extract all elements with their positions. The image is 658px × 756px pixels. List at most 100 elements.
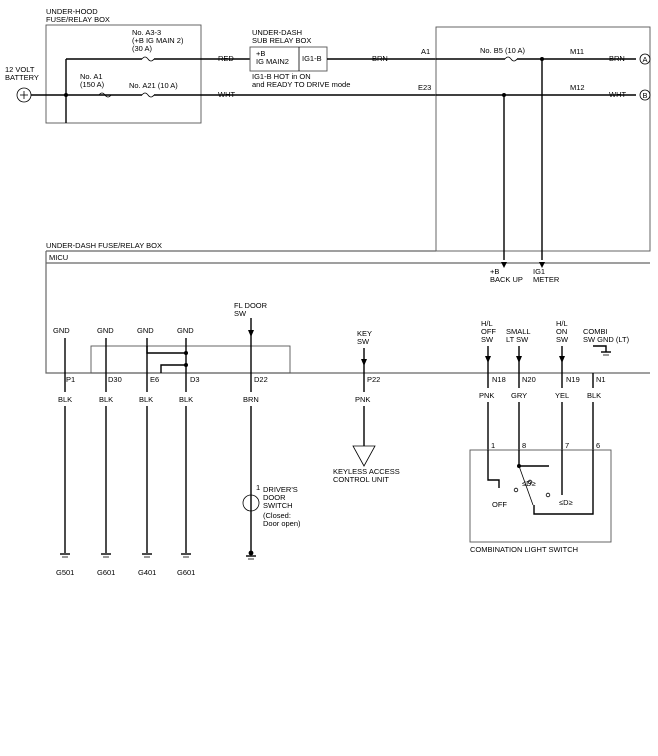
ground-symbol-g601a bbox=[101, 553, 111, 558]
keyless-triangle bbox=[352, 445, 376, 467]
pin-n19: N19 bbox=[566, 375, 580, 384]
combo-on-symbol: ≤D≥ bbox=[559, 498, 573, 507]
fuse-a21-label: No. A21 (10 A) bbox=[129, 81, 178, 90]
combo-gnd-wire bbox=[533, 450, 594, 515]
pin-p1-top: GND bbox=[53, 326, 70, 335]
fuse-a33-label-1: No. A3-3 bbox=[132, 28, 161, 37]
wire-p1: BLK bbox=[58, 395, 72, 404]
wht-wire-label: WHT bbox=[218, 90, 235, 99]
relay-pin-b-1: +B bbox=[256, 49, 265, 58]
combo-small-symbol: ≤D≥ bbox=[522, 479, 536, 488]
combination-light-switch-box bbox=[469, 449, 612, 543]
brn-out-label: BRN bbox=[609, 54, 625, 63]
pin-p1: P1 bbox=[66, 375, 75, 384]
battery-symbol bbox=[16, 87, 32, 103]
subrelay-title-1: UNDER-DASH bbox=[252, 28, 302, 37]
ground-symbol-n1 bbox=[601, 351, 611, 356]
micu-inner-gnd-box bbox=[90, 345, 291, 374]
pin-n20-top-1: SMALL bbox=[506, 327, 531, 336]
pin-d30: D30 bbox=[108, 375, 122, 384]
door-switch-label-3: SWITCH bbox=[263, 501, 293, 510]
combo-contact-on bbox=[545, 492, 551, 498]
fuse-b5-label: No. B5 (10 A) bbox=[480, 46, 526, 55]
fuse-b5-symbol bbox=[504, 56, 518, 62]
relay-note-1: IG1-B HOT in ON bbox=[252, 72, 311, 81]
combo-pin-7: 7 bbox=[565, 441, 569, 450]
fuse-a33-symbol bbox=[141, 56, 155, 62]
micu-outline bbox=[45, 250, 650, 374]
ground-symbol-g401 bbox=[142, 553, 152, 558]
door-switch-label-1: DRIVER'S bbox=[263, 485, 298, 494]
gnd-junction-2 bbox=[184, 363, 188, 367]
ref-b-circle: B bbox=[639, 89, 651, 101]
pin-d22-top-1: FL DOOR bbox=[234, 301, 268, 310]
under-dash-box-upper bbox=[435, 26, 651, 252]
underhood-box-title-1: UNDER-HOOD bbox=[46, 7, 98, 16]
wire-e6: BLK bbox=[139, 395, 153, 404]
wire-n1: BLK bbox=[587, 391, 601, 400]
door-switch-label-2: DOOR bbox=[263, 493, 286, 502]
combo-pin-1: 1 bbox=[491, 441, 495, 450]
keyless-label-1: KEYLESS ACCESS bbox=[333, 467, 400, 476]
micu-backup-1: +B bbox=[490, 267, 499, 276]
micu-meter-1: IG1 bbox=[533, 267, 545, 276]
connector-m12: M12 bbox=[570, 83, 585, 92]
pin-n18: N18 bbox=[492, 375, 506, 384]
wire-n20: GRY bbox=[511, 391, 527, 400]
pin-d30-top: GND bbox=[97, 326, 114, 335]
pin-d3: D3 bbox=[190, 375, 200, 384]
keyless-label-2: CONTROL UNIT bbox=[333, 475, 389, 484]
micu-meter-2: METER bbox=[533, 275, 560, 284]
pin-n18-top-2: OFF bbox=[481, 327, 496, 336]
pin-e6-top: GND bbox=[137, 326, 154, 335]
gnd-bridge-upper bbox=[146, 346, 186, 354]
pin-n20: N20 bbox=[522, 375, 536, 384]
ref-b-text: B bbox=[643, 91, 648, 100]
pin-n19-top-3: SW bbox=[556, 335, 569, 344]
combo-off-label: OFF bbox=[492, 500, 507, 509]
fuse-a1-label-2: (150 A) bbox=[80, 80, 105, 89]
connector-a1: A1 bbox=[421, 47, 430, 56]
fuse-a1-label-1: No. A1 bbox=[80, 72, 103, 81]
combo-off-wire bbox=[487, 450, 500, 488]
door-switch-symbol bbox=[242, 494, 260, 512]
combo-pin-6: 6 bbox=[596, 441, 600, 450]
pin-n19-top-2: ON bbox=[556, 327, 567, 336]
pin-p22-top-1: KEY bbox=[357, 329, 372, 338]
micu-backup-2: BACK UP bbox=[490, 275, 523, 284]
underhood-fuse-box bbox=[45, 24, 202, 124]
combo-contact-off bbox=[513, 487, 519, 493]
wire-d30: BLK bbox=[99, 395, 113, 404]
ground-symbol-g501 bbox=[60, 553, 70, 558]
pin-n19-top-1: H/L bbox=[556, 319, 568, 328]
door-switch-label-4: (Closed: bbox=[263, 511, 291, 520]
pin-n1-top-1: COMBI bbox=[583, 327, 608, 336]
pin-p22: P22 bbox=[367, 375, 380, 384]
pin-d3-top: GND bbox=[177, 326, 194, 335]
connector-e23: E23 bbox=[418, 83, 431, 92]
combo-common-wire bbox=[518, 450, 549, 467]
ground-g401: G401 bbox=[138, 568, 156, 577]
ground-symbol-door bbox=[246, 555, 256, 560]
combo-contact-small bbox=[527, 479, 533, 485]
ref-a-circle: A bbox=[639, 53, 651, 65]
combo-switch-lever bbox=[518, 465, 534, 506]
ground-g601b: G601 bbox=[177, 568, 195, 577]
wire-d3: BLK bbox=[179, 395, 193, 404]
gnd-bridge-lower bbox=[160, 364, 186, 373]
brn-wire-label: BRN bbox=[372, 54, 388, 63]
connector-m11: M11 bbox=[570, 47, 584, 56]
relay-pin-b-2: IG MAIN2 bbox=[256, 57, 289, 66]
wht-out-label: WHT bbox=[609, 90, 626, 99]
pin-n1-top-2: SW GND (LT) bbox=[583, 335, 630, 344]
pin-d22-top-2: SW bbox=[234, 309, 247, 318]
ground-g501: G501 bbox=[56, 568, 74, 577]
underdash-box-title: UNDER-DASH FUSE/RELAY BOX bbox=[46, 241, 162, 250]
relay-pin-ig: IG1-B bbox=[302, 54, 322, 63]
n1-gnd-link bbox=[593, 345, 607, 352]
micu-label: MICU bbox=[49, 253, 68, 262]
relay-note-2: and READY TO DRIVE mode bbox=[252, 80, 350, 89]
backup-arrow bbox=[501, 262, 507, 268]
ground-symbol-g601b bbox=[181, 553, 191, 558]
